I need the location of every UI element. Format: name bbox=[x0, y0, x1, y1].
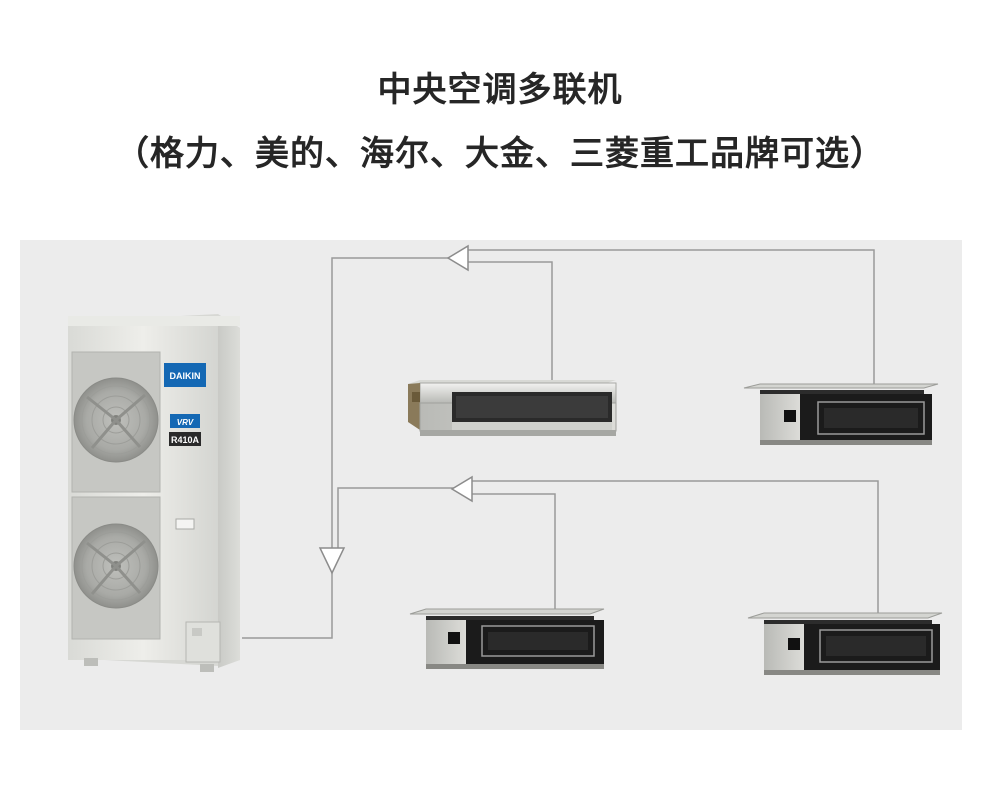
outdoor-unit: DAIKIN VRV R410A bbox=[68, 314, 240, 672]
brand-text: DAIKIN bbox=[170, 371, 201, 381]
branch-pipe-unit-4 bbox=[466, 481, 878, 617]
arrow-down-icon bbox=[320, 548, 344, 573]
indoor-unit-1 bbox=[408, 380, 616, 436]
refrigerant-text: R410A bbox=[171, 435, 200, 445]
main-pipe bbox=[242, 258, 456, 638]
branch-pipe-unit-3 bbox=[466, 494, 555, 613]
lower-fan-icon bbox=[72, 497, 160, 639]
indoor-unit-4 bbox=[748, 613, 942, 675]
arrow-left-icon bbox=[448, 246, 468, 270]
branch-pipe-lower bbox=[338, 488, 456, 555]
series-text: VRV bbox=[177, 418, 194, 427]
branch-pipe-unit-2 bbox=[466, 250, 874, 388]
upper-fan-icon bbox=[72, 352, 160, 492]
indoor-unit-2 bbox=[744, 384, 938, 445]
indoor-unit-3 bbox=[410, 609, 604, 669]
branch-pipe-unit-1 bbox=[466, 262, 552, 383]
arrow-left-icon bbox=[452, 477, 472, 501]
